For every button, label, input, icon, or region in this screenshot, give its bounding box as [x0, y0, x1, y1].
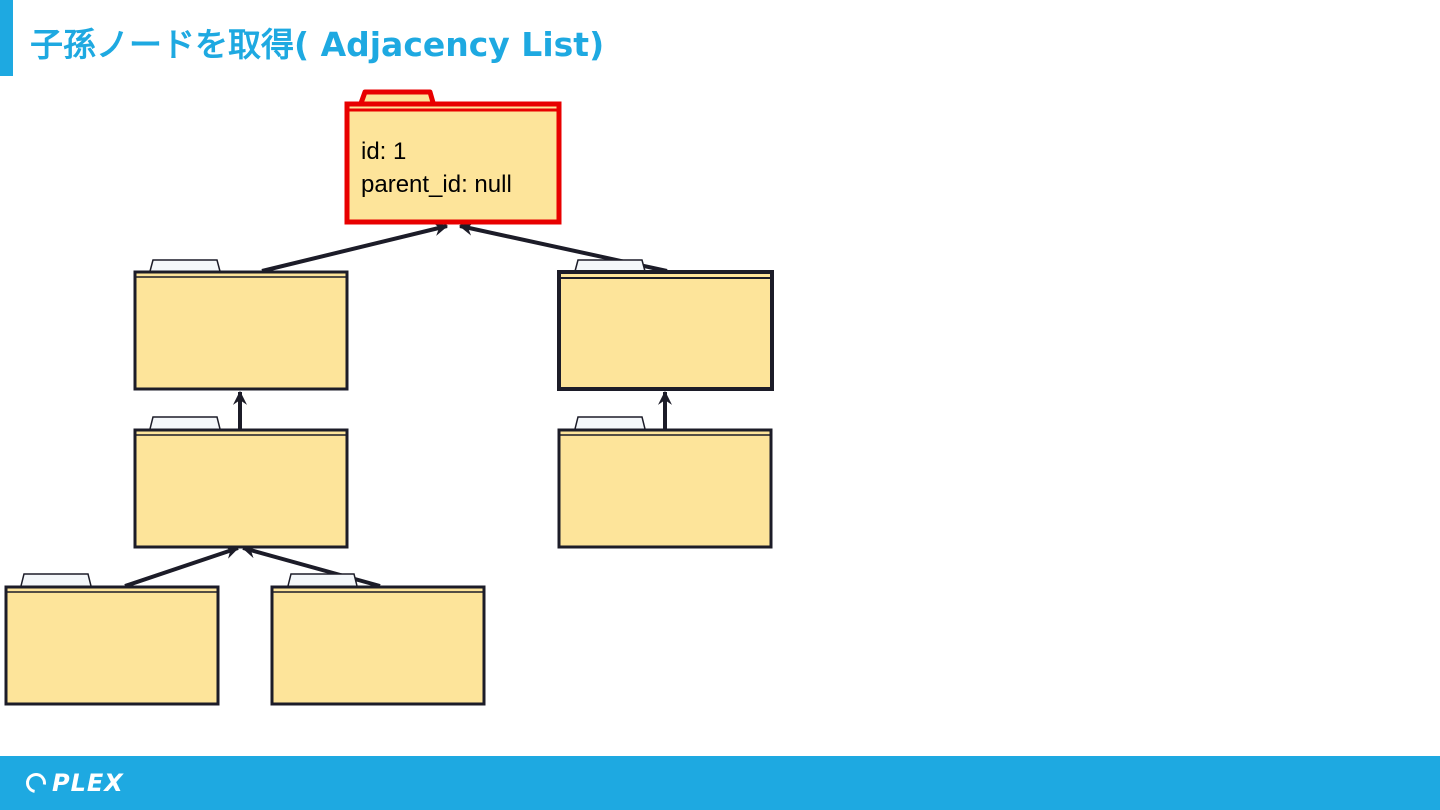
root-folder-node: id: 1 parent_id: null: [344, 89, 562, 225]
folder-body: [557, 428, 773, 549]
folder-body: [4, 585, 220, 706]
folder-body: [557, 270, 774, 391]
edge-left-child-to-root: [261, 222, 449, 273]
folder-node-right-child: [557, 259, 774, 391]
footer-bar: PLEX: [0, 756, 1440, 810]
root-node-parent-label: parent_id: null: [361, 171, 512, 198]
folder-node-left-child: [133, 259, 349, 391]
page-title: 子孫ノードを取得( Adjacency List): [30, 25, 605, 64]
plex-logo: PLEX: [22, 768, 124, 798]
folder-body: [133, 270, 349, 391]
plex-logo-text: PLEX: [52, 769, 124, 797]
folder-node-right-grandchild: [557, 416, 773, 549]
plex-logo-icon: [22, 769, 50, 797]
folder-node-leaf-right: [270, 573, 486, 706]
edge-leaf-right-to-left-grandchild: [241, 544, 381, 588]
root-node-id-label: id: 1: [361, 138, 406, 165]
folder-body: [133, 428, 349, 549]
folder-node-left-grandchild: [133, 416, 349, 549]
folder-node-leaf-left: [4, 573, 220, 706]
root-folder-body: [344, 101, 562, 225]
edge-leaf-left-to-left-grandchild: [124, 545, 240, 588]
title-accent-bar: [0, 0, 13, 76]
folder-body: [270, 585, 486, 706]
